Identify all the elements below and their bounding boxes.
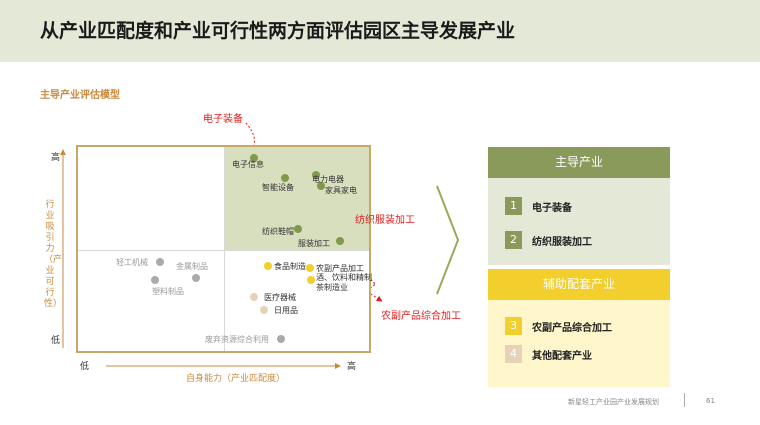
- dot-power-appliance: [312, 171, 320, 179]
- dot-home-appliance: [317, 182, 325, 190]
- x-axis-title: 自身能力（产业匹配度）: [186, 374, 286, 384]
- leading-industry-title: 主导产业: [488, 147, 670, 178]
- dot-waste-recycling: [277, 335, 285, 343]
- section-label: 主导产业评估模型: [40, 90, 120, 101]
- dot-metal-products: [192, 274, 200, 282]
- dot-beverage-tea: [307, 276, 315, 284]
- label-daily-goods: 日用品: [274, 306, 298, 315]
- support-item-3-number: 3: [505, 317, 522, 335]
- label-textile-shoes: 纺织鞋帽: [262, 227, 294, 236]
- label-power-appliance: 电力电器: [312, 175, 344, 184]
- matrix-divider-vertical: [224, 147, 225, 351]
- label-beverage-tea: 酒、饮料和精制茶制造业: [316, 273, 372, 292]
- chevron-right-icon: [436, 185, 460, 295]
- quadrant-high-high: [224, 147, 369, 250]
- leading-item-2-number: 2: [505, 231, 522, 249]
- leading-item-1-label: 电子装备: [532, 202, 572, 214]
- y-axis-title: 行业吸引力（产业可行性）: [44, 200, 63, 309]
- support-item-4-number: 4: [505, 345, 522, 363]
- y-axis-high-label: 高: [51, 153, 61, 163]
- header-band: [0, 0, 760, 62]
- x-axis-high-label: 高: [347, 362, 357, 372]
- support-item-3-label: 农副产品综合加工: [532, 322, 612, 334]
- leading-item-1-number: 1: [505, 197, 522, 215]
- callout-textile-garment: 纺织服装加工: [355, 215, 415, 226]
- label-light-machinery: 轻工机械: [116, 258, 148, 267]
- leading-item-1: 1 电子装备: [505, 197, 572, 215]
- label-plastic-products: 塑料制品: [152, 287, 184, 296]
- dot-food-manufacturing: [264, 262, 272, 270]
- label-medical-devices: 医疗器械: [264, 293, 296, 302]
- leading-item-2-label: 纺织服装加工: [532, 236, 592, 248]
- support-item-4: 4 其他配套产业: [505, 345, 592, 363]
- dot-electronics-info: [250, 154, 258, 162]
- evaluation-matrix: [76, 145, 371, 353]
- page-number: 61: [706, 397, 715, 405]
- label-electronics-info: 电子信息: [232, 160, 264, 169]
- support-item-3: 3 农副产品综合加工: [505, 317, 612, 335]
- label-garment: 服装加工: [298, 239, 330, 248]
- support-item-4-label: 其他配套产业: [532, 350, 592, 362]
- label-smart-equipment: 智能设备: [262, 183, 294, 192]
- callout-agri-comprehensive: 农副产品综合加工: [381, 311, 461, 322]
- dot-plastic-products: [151, 276, 159, 284]
- page-title: 从产业匹配度和产业可行性两方面评估园区主导发展产业: [40, 20, 516, 42]
- dot-light-machinery: [156, 258, 164, 266]
- support-industry-title: 辅助配套产业: [488, 269, 670, 300]
- footer-doc-title: 新星轻工产业园产业发展规划: [568, 398, 659, 406]
- x-axis-low-label: 低: [80, 362, 90, 372]
- dot-medical-devices: [250, 293, 258, 301]
- leading-item-2: 2 纺织服装加工: [505, 231, 592, 249]
- label-metal-products: 金属制品: [176, 262, 208, 271]
- dot-daily-goods: [260, 306, 268, 314]
- label-food-manufacturing: 食品制造: [274, 262, 306, 271]
- quadrant-low-high: [224, 250, 369, 351]
- matrix-divider-horizontal: [78, 250, 369, 251]
- callout-electronic-equipment: 电子装备: [203, 114, 243, 125]
- label-agri-processing: 农副产品加工: [316, 264, 364, 273]
- footer-divider: [684, 393, 685, 407]
- dot-garment: [336, 237, 344, 245]
- y-axis-low-label: 低: [51, 336, 61, 346]
- dot-textile-shoes: [294, 225, 302, 233]
- label-waste-recycling: 废弃资源综合利用: [205, 335, 269, 344]
- label-home-appliance: 家具家电: [325, 186, 357, 195]
- dot-smart-equipment: [281, 174, 289, 182]
- dot-agri-processing: [306, 264, 314, 272]
